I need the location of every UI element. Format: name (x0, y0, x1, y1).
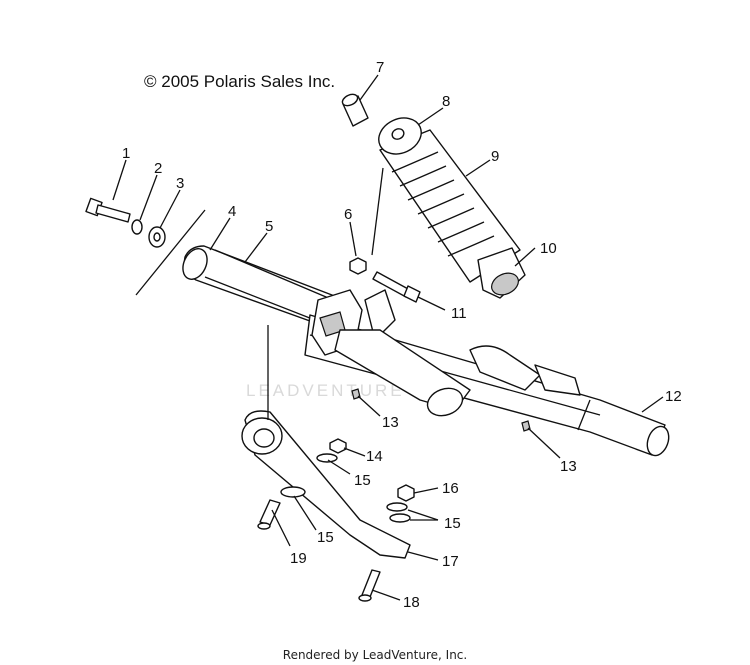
footer-credit: Rendered by LeadVenture, Inc. (282, 648, 468, 662)
callout-7: 7 (376, 59, 384, 76)
callout-2: 2 (154, 160, 162, 177)
part-9-shock-absorber (378, 117, 526, 299)
callout-3: 3 (176, 175, 184, 192)
part-14-nut (329, 438, 347, 454)
callout-14: 14 (366, 448, 383, 465)
callout-10: 10 (540, 240, 557, 257)
part-15-washer-d (389, 513, 411, 523)
section-divider-line (135, 209, 206, 296)
part-18-bolt (358, 569, 381, 602)
callout-11: 11 (451, 305, 467, 322)
part-15-washer-b (280, 486, 306, 498)
callout-19: 19 (290, 550, 307, 567)
callout-13-a: 13 (382, 414, 399, 431)
callout-17: 17 (442, 553, 459, 570)
leader-lines (112, 74, 664, 601)
part-3-washer (148, 226, 166, 248)
cross-tube (334, 329, 581, 417)
callout-18: 18 (403, 594, 420, 611)
part-6-guide-line (371, 167, 384, 256)
part-1-bolt (85, 197, 131, 223)
part-15-washer-c (386, 502, 408, 512)
callout-labels: 1 2 3 4 5 6 7 8 9 10 11 12 13 13 14 15 1… (122, 59, 682, 611)
callout-15-a: 15 (354, 472, 371, 489)
part-7-bushing (341, 93, 369, 127)
callout-16: 16 (442, 480, 459, 497)
part-17-lever-arm (241, 325, 411, 559)
watermark: LEADVENTURE (246, 381, 405, 400)
part-11-bolt (372, 271, 421, 303)
callout-12: 12 (665, 388, 682, 405)
callout-5: 5 (265, 218, 273, 235)
callout-8: 8 (442, 93, 450, 110)
pivot-bracket (311, 289, 396, 356)
callout-1: 1 (122, 145, 130, 162)
callout-6: 6 (344, 206, 352, 223)
callout-4: 4 (228, 203, 236, 220)
part-6-nut (349, 257, 367, 275)
callout-15-b: 15 (444, 515, 461, 532)
part-15-washer-a (316, 453, 338, 463)
part-2-washer (131, 219, 143, 235)
callout-13-b: 13 (560, 458, 577, 475)
copyright-notice: © 2005 Polaris Sales Inc. (144, 72, 336, 91)
part-19-bolt (257, 499, 281, 530)
part-4-5-upper-arm (182, 245, 346, 331)
part-16-nut (397, 484, 415, 502)
callout-9: 9 (491, 148, 499, 165)
callout-15-c: 15 (317, 529, 334, 546)
